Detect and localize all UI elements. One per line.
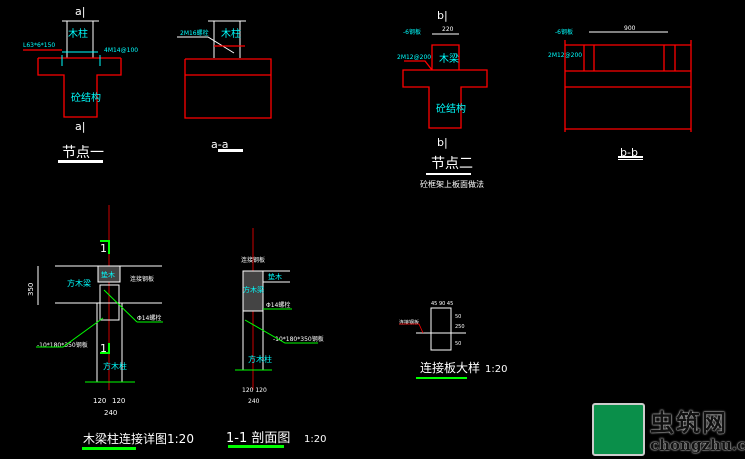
bolt-label: Φ14螺栓 xyxy=(137,314,161,322)
steel-plate-label: -10*180*350钢板 xyxy=(37,341,88,349)
concrete-label: 砼结构 xyxy=(71,91,101,104)
plate-label: 连接钢板 xyxy=(241,256,265,264)
section-aa-drawing: 木柱 2M16螺栓 a-a xyxy=(177,20,272,152)
dim-height: 350 xyxy=(27,283,35,296)
section-bb-title: b-b xyxy=(620,146,638,159)
angle-label: -6钢板 xyxy=(403,28,421,36)
dim-total: 240 xyxy=(104,409,117,417)
plate-detail-scale: 1:20 xyxy=(485,364,507,375)
cut-mark-1: 1 xyxy=(100,242,107,255)
node2-title: 节点二 xyxy=(431,156,473,172)
section-11-drawing: 连接钢板 垫木 方木梁 Φ14螺栓 -10*180*350钢板 方木柱 120 … xyxy=(226,228,326,448)
plate-detail-title: 连接板大样 xyxy=(420,360,480,375)
beam-label: 方木梁 xyxy=(243,285,264,294)
watermark-url: chongzhu.cn xyxy=(650,436,745,454)
column-label: 木柱 xyxy=(221,27,241,40)
column-label: 木柱 xyxy=(68,27,88,40)
column-label: 方木柱 xyxy=(248,354,272,364)
plate-dim-side-1: 50 xyxy=(455,314,461,320)
node1-drawing: a| a| 木柱 L63*6*150 4M14@100 砼结构 节点一 xyxy=(23,5,138,163)
watermark-logo: 虫筑网 chongzhu.cn xyxy=(592,403,745,459)
node2-drawing: b| b| -6钢板 220 2M12@200 木梁 砼结构 节点二 砼框架上板… xyxy=(397,9,488,189)
node1-title: 节点一 xyxy=(62,145,104,161)
plate-label: 连接钢板 xyxy=(130,275,154,283)
block-label: 垫木 xyxy=(268,272,282,281)
cut-mark-top: a| xyxy=(75,5,85,18)
section-11-title: 1-1 剖面图 xyxy=(226,431,290,446)
beam-label: 木梁 xyxy=(439,52,459,65)
dim-total: 240 xyxy=(248,398,260,405)
column-label: 方木柱 xyxy=(103,361,127,371)
plate-dim-side-2: 250 xyxy=(455,324,465,330)
bolt-label: 2M16螺栓 xyxy=(180,29,209,37)
bolt-label: 2M12@200 xyxy=(397,54,431,61)
plate-dims-top: 45 90 45 xyxy=(431,301,453,307)
node2-subtitle: 砼框架上板面做法 xyxy=(420,179,484,189)
dim-a: 120 xyxy=(93,397,106,405)
bolt-label: Φ14螺栓 xyxy=(266,301,290,309)
cut-mark-top: b| xyxy=(437,9,448,22)
cut-mark-2: 1 xyxy=(100,342,107,355)
dim-b: 120 xyxy=(112,397,125,405)
dim-sub: 120 120 xyxy=(242,387,267,394)
dim-label: 900 xyxy=(624,25,636,32)
dim-label: 220 xyxy=(442,26,454,33)
concrete-label: 砼结构 xyxy=(436,102,466,115)
bolt-label: 4M14@100 xyxy=(104,47,138,54)
beam-label: 方木梁 xyxy=(67,278,91,288)
cut-mark-bottom: a| xyxy=(75,120,85,133)
detail-title: 木梁柱连接详图1:20 xyxy=(83,431,194,446)
watermark-name: 虫筑网 xyxy=(650,408,728,437)
angle-label: -6钢板 xyxy=(555,28,573,36)
house-icon xyxy=(592,403,645,456)
cut-mark-bottom: b| xyxy=(437,136,448,149)
beam-column-detail: 1 1 垫木 350 方木梁 连接钢板 Φ14螺栓 -10*180*350钢板 … xyxy=(27,205,194,450)
steel-plate-label: -10*180*350钢板 xyxy=(273,335,324,343)
section-bb-drawing: -6钢板 900 2M12@200 b-b xyxy=(548,25,692,160)
plate-detail-drawing: 45 90 45 50 250 50 连接钢板 连接板大样 1:20 xyxy=(399,301,507,379)
section-11-scale: 1:20 xyxy=(304,434,326,445)
plate-label: 连接钢板 xyxy=(399,319,419,326)
section-aa-title: a-a xyxy=(211,138,228,151)
angle-label: L63*6*150 xyxy=(23,42,55,49)
plate-dim-side-3: 50 xyxy=(455,341,461,347)
block-label: 垫木 xyxy=(101,270,115,279)
